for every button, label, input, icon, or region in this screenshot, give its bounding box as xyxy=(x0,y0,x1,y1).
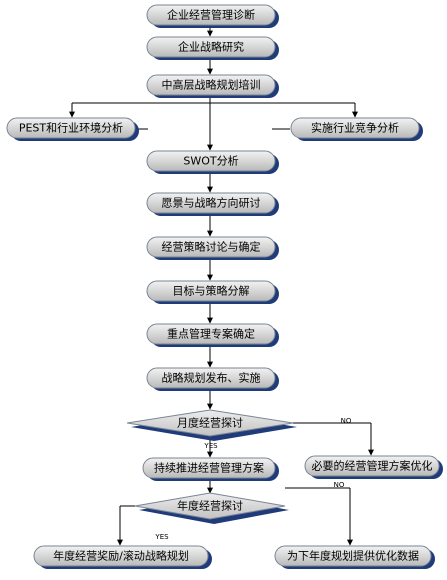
node-label: 重点管理专案确定 xyxy=(167,327,255,341)
node-annual-reward: 年度经营奖励/滚动战略规划 xyxy=(33,545,212,569)
decision-annual-review: 年度经营探讨 xyxy=(134,492,289,524)
edge-label-d1-yes: YES xyxy=(203,442,218,450)
decision-monthly-review: 月度经营探讨 xyxy=(126,409,297,441)
node-plan-release: 战略规划发布、实施 xyxy=(146,367,279,391)
node-continue-plan: 持续推进经营管理方案 xyxy=(142,457,279,481)
node-plan-optimization: 必要的经营管理方案优化 xyxy=(304,455,443,479)
node-label: 持续推进经营管理方案 xyxy=(154,461,264,475)
node-label: 企业战略研究 xyxy=(178,40,244,54)
node-strategy-research: 企业战略研究 xyxy=(146,36,279,60)
node-competition-analysis: 实施行业竞争分析 xyxy=(290,117,423,141)
edge-label-d1-no: NO xyxy=(341,417,352,425)
node-label: 目标与策略分解 xyxy=(173,284,250,298)
node-enterprise-diagnosis: 企业经营管理诊断 xyxy=(146,4,279,28)
node-label: 年度经营奖励/滚动战略规划 xyxy=(53,549,189,563)
node-label: 必要的经营管理方案优化 xyxy=(312,459,433,473)
edge-label-d2-no: NO xyxy=(334,481,345,489)
node-label: 经营策略讨论与确定 xyxy=(162,240,261,254)
node-label: 愿景与战略方向研讨 xyxy=(162,196,261,210)
node-key-projects: 重点管理专案确定 xyxy=(146,323,279,347)
node-vision-direction: 愿景与战略方向研讨 xyxy=(146,192,279,216)
node-label: 中高层战略规划培训 xyxy=(162,78,261,92)
node-label: PEST和行业环境分析 xyxy=(19,121,123,135)
node-label: 年度经营探讨 xyxy=(177,499,243,513)
node-label: 企业经营管理诊断 xyxy=(167,8,255,22)
node-label: SWOT分析 xyxy=(183,154,238,168)
node-label: 为下年度规划提供优化数据 xyxy=(287,549,419,563)
node-swot-analysis: SWOT分析 xyxy=(146,150,279,174)
node-label: 战略规划发布、实施 xyxy=(162,371,261,385)
edge-label-d2-yes: YES xyxy=(154,533,169,541)
node-pest-analysis: PEST和行业环境分析 xyxy=(6,117,139,141)
node-next-year-data: 为下年度规划提供优化数据 xyxy=(274,545,435,569)
edges xyxy=(69,26,374,546)
node-goal-decomposition: 目标与策略分解 xyxy=(146,280,279,304)
node-label: 月度经营探讨 xyxy=(177,416,243,430)
node-strategy-discussion: 经营策略讨论与确定 xyxy=(146,236,279,260)
node-planning-training: 中高层战略规划培训 xyxy=(146,74,279,98)
node-label: 实施行业竞争分析 xyxy=(311,121,399,135)
